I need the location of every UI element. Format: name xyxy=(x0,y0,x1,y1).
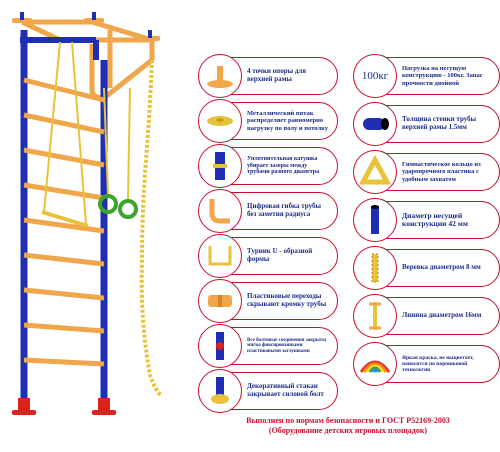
trapeze-swing xyxy=(41,41,89,228)
decor-cup-icon xyxy=(198,369,242,413)
feature-label: Нагрузка на несущую конструкцию - 100кг.… xyxy=(402,65,483,87)
feature-callout: 100кг Нагрузка на несущую конструкцию - 1… xyxy=(353,54,500,98)
climbing-rope xyxy=(139,59,164,398)
pipe-diameter-icon xyxy=(353,198,397,242)
tube-coupler-icon xyxy=(198,144,242,188)
bent-pipe-icon xyxy=(198,189,242,233)
feature-label: Турник U - образной формы xyxy=(247,247,313,263)
bolt-joint-icon xyxy=(198,324,242,368)
load-badge: 100кг xyxy=(361,70,389,82)
base-plate-icon xyxy=(198,54,242,98)
feature-callout: Гимнастическое кольцо из ударопрочного п… xyxy=(353,150,500,194)
rope-icon xyxy=(353,246,397,290)
plastic-cap-icon xyxy=(198,279,242,323)
feature-callout: Толщина стенки трубы верхней рамы 1.5мм xyxy=(353,102,500,146)
feature-label: Все болтовые соединения закрыты мягко фи… xyxy=(247,337,327,354)
feature-callout: Турник U - образной формы xyxy=(198,234,338,278)
gym-ring-icon xyxy=(353,150,397,194)
ladder-rung-icon xyxy=(353,294,397,338)
floor-pad-icon xyxy=(198,99,242,143)
wall-bars-illustration xyxy=(12,12,164,415)
load-100kg-icon: 100кг xyxy=(353,54,397,98)
feature-callout: Веревка диаметром 8 мм xyxy=(353,246,500,290)
footer-line-1: Выполнен по нормам безопасности и ГОСТ Р… xyxy=(246,416,450,425)
feature-callout: Декоративный стакан закрывает силовой бо… xyxy=(198,369,338,413)
feature-callout: Цифровая гибка трубы без заметия радиуса xyxy=(198,189,338,233)
pipe-wall-icon xyxy=(353,102,397,146)
gym-rings xyxy=(98,87,138,219)
feature-callout: Яркая краска, не выцветает, наносится по… xyxy=(353,342,500,386)
feature-callout: Диаметр несущей конструкции 42 мм xyxy=(353,198,500,242)
feature-callout: Линина диаметром 16мм xyxy=(353,294,500,338)
top-caps xyxy=(12,12,160,41)
rainbow-paint-icon xyxy=(353,342,397,386)
feature-callout: Все болтовые соединения закрыты мягко фи… xyxy=(198,324,338,368)
feature-label: 4 точки опоры для верхней рамы xyxy=(247,67,307,83)
feature-callout: Уплотнительная катушка убирает зазоры ме… xyxy=(198,144,338,188)
feature-callout: Металлический пятак распределяет равноме… xyxy=(198,99,338,143)
feature-label: Гимнастическое кольцо из ударопрочного п… xyxy=(402,161,481,183)
compliance-footer: Выполнен по нормам безопасности и ГОСТ Р… xyxy=(200,416,496,436)
feature-label: Пластиковые переходы скрывают кромку тру… xyxy=(247,292,327,308)
feature-callout: 4 точки опоры для верхней рамы xyxy=(198,54,338,98)
feature-label: Толщина стенки трубы верхней рамы 1.5мм xyxy=(402,115,477,131)
floor-feet xyxy=(12,398,116,415)
feature-label: Линина диаметром 16мм xyxy=(402,311,482,320)
ladder-rungs xyxy=(23,77,105,367)
u-bar-icon xyxy=(198,234,242,278)
feature-label: Уплотнительная катушка убирает зазоры ме… xyxy=(247,156,320,176)
feature-label: Цифровая гибка трубы без заметия радиуса xyxy=(247,202,321,218)
footer-line-2: (Оборудование детских игровых площадок) xyxy=(268,426,428,435)
feature-label: Декоративный стакан закрывает силовой бо… xyxy=(247,382,324,398)
feature-callout: Пластиковые переходы скрывают кромку тру… xyxy=(198,279,338,323)
feature-label: Веревка диаметром 8 мм xyxy=(402,263,481,272)
feature-label: Металлический пятак распределяет равноме… xyxy=(247,110,329,132)
feature-label: Яркая краска, не выцветает, наносится по… xyxy=(402,354,474,374)
feature-label: Диаметр несущей конструкции 42 мм xyxy=(402,210,468,228)
